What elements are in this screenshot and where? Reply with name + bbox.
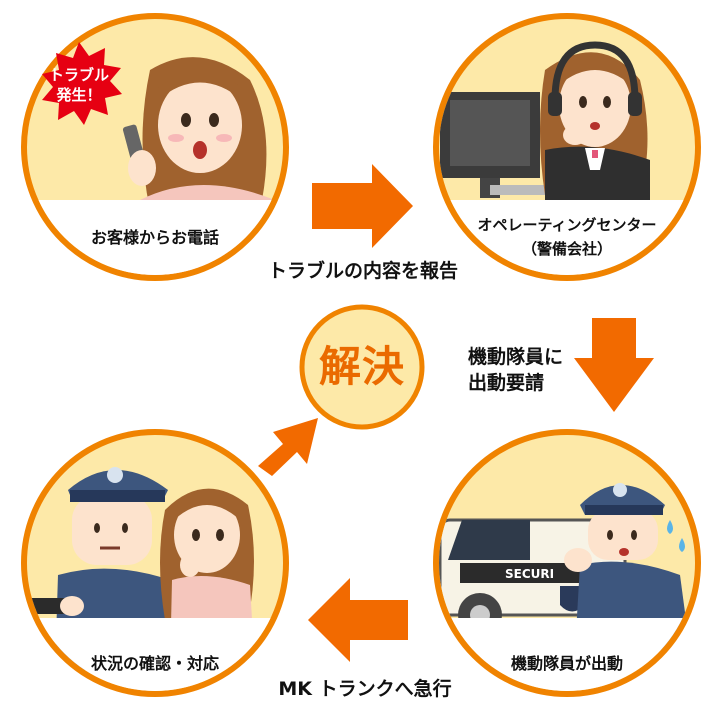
solved-text: 解決 <box>318 342 405 391</box>
badge-line1: トラブル <box>49 66 109 84</box>
van-text: SECURI <box>505 567 554 581</box>
woman-face <box>158 77 242 173</box>
arrow-report <box>312 164 413 248</box>
arrow-rush <box>308 578 408 662</box>
text-dispatch-line1: 機動隊員に <box>468 346 564 368</box>
step-situation-check <box>21 429 289 697</box>
solved-circle <box>299 304 425 430</box>
badge-line2: 発生！ <box>55 86 101 104</box>
arrow-resolve <box>258 418 318 476</box>
step-guard-dispatch: SECURI <box>433 429 701 697</box>
label-operator-line1: オペレーティングセンター <box>477 216 657 234</box>
text-rush: MK トランクへ急行 <box>278 678 452 700</box>
label-operator-line2: （警備会社） <box>521 240 612 258</box>
label-situation-check: 状況の確認・対応 <box>90 654 219 673</box>
flashlight-icon <box>27 598 73 614</box>
step-customer-call: トラブル 発生！ <box>21 13 289 281</box>
arrow-dispatch <box>574 318 654 412</box>
burst-badge-icon <box>42 42 122 125</box>
label-customer-call: お客様からお電話 <box>90 228 219 247</box>
text-report: トラブルの内容を報告 <box>267 260 458 282</box>
text-dispatch-line2: 出動要請 <box>468 372 545 394</box>
headset-icon <box>551 41 639 101</box>
label-guard-dispatch: 機動隊員が出動 <box>510 654 623 673</box>
